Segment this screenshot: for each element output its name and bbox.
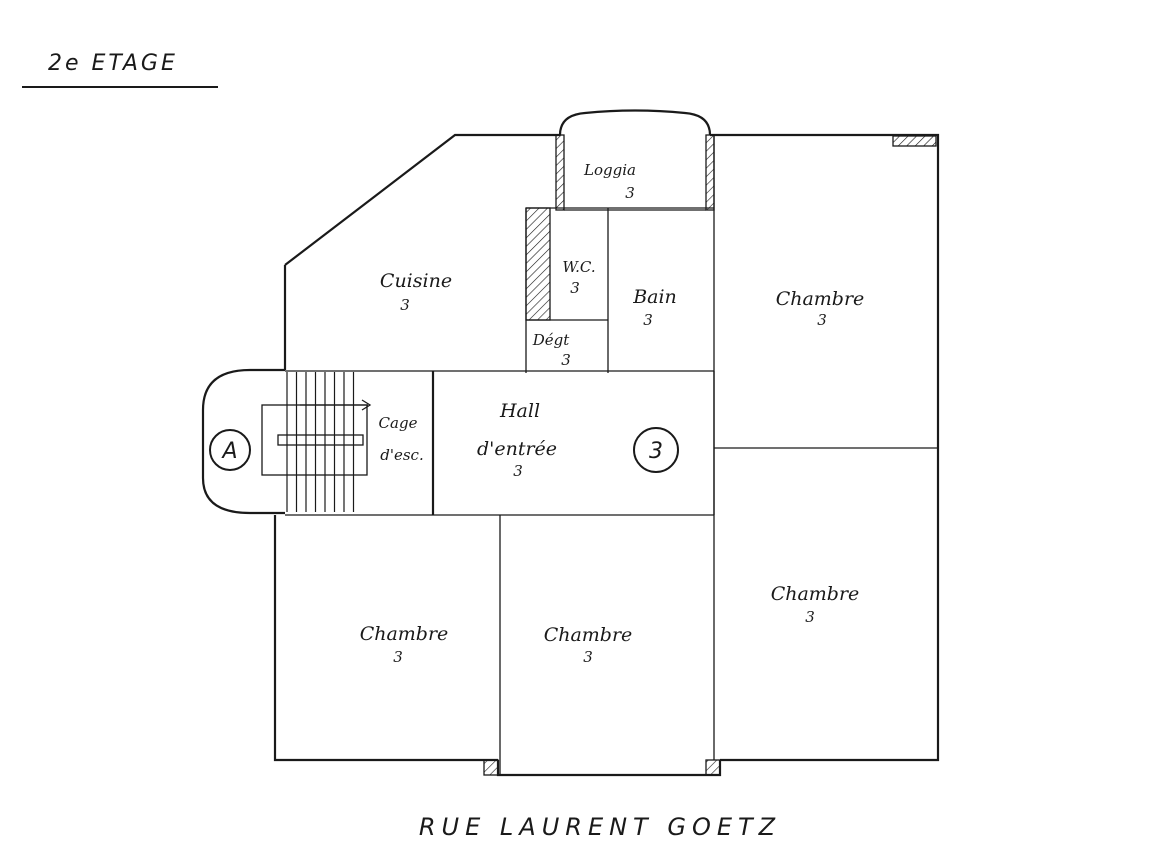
wc-label: W.C. xyxy=(562,258,595,276)
apartment-marker-label: 3 xyxy=(649,439,663,464)
loggia-wall-right xyxy=(705,134,715,211)
bain-num: 3 xyxy=(643,311,653,329)
loggia-num: 3 xyxy=(625,184,635,202)
bay-pillar-right xyxy=(705,759,721,776)
hall-num: 3 xyxy=(513,462,523,480)
stair-landing xyxy=(277,434,364,446)
chambre-ne-label: Chambre xyxy=(776,288,865,310)
floor-title: 2e ETAGE xyxy=(48,51,178,76)
corner-pillar-ne xyxy=(892,135,937,147)
chambre-se-num: 3 xyxy=(805,608,815,626)
cage-label-1: Cage xyxy=(379,414,418,432)
degt-label: Dégt xyxy=(532,331,571,349)
chambre-se-label: Chambre xyxy=(771,583,860,605)
south-bay xyxy=(496,760,722,777)
stair-treads xyxy=(286,372,355,512)
loggia-label: Loggia xyxy=(583,161,636,179)
loggia-arch xyxy=(558,109,712,136)
chambre-s-num: 3 xyxy=(583,648,593,666)
apartment-marker-circle xyxy=(633,427,679,473)
hall-label-2: d'entrée xyxy=(477,438,557,460)
loggia-wall-left xyxy=(555,134,565,211)
stair-marker-label: A xyxy=(220,439,237,464)
cuisine-label: Cuisine xyxy=(380,270,452,292)
chambre-s-label: Chambre xyxy=(544,624,633,646)
chambre-sw-label: Chambre xyxy=(360,623,449,645)
stair-marker-circle xyxy=(209,429,251,471)
hall-label-1: Hall xyxy=(499,400,540,422)
degt-num: 3 xyxy=(561,351,571,369)
wc-hatch-wall xyxy=(525,207,551,321)
chambre-ne-num: 3 xyxy=(817,311,827,329)
street-name: RUE LAURENT GOETZ xyxy=(419,813,781,841)
bain-label: Bain xyxy=(632,286,677,308)
wc-num: 3 xyxy=(570,279,580,297)
cage-label-2: d'esc. xyxy=(380,446,423,464)
cuisine-num: 3 xyxy=(400,296,410,314)
stair-arrow-head xyxy=(361,399,372,411)
stair-projection xyxy=(201,368,285,515)
chambre-sw-num: 3 xyxy=(393,648,403,666)
bay-pillar-left xyxy=(483,759,499,776)
